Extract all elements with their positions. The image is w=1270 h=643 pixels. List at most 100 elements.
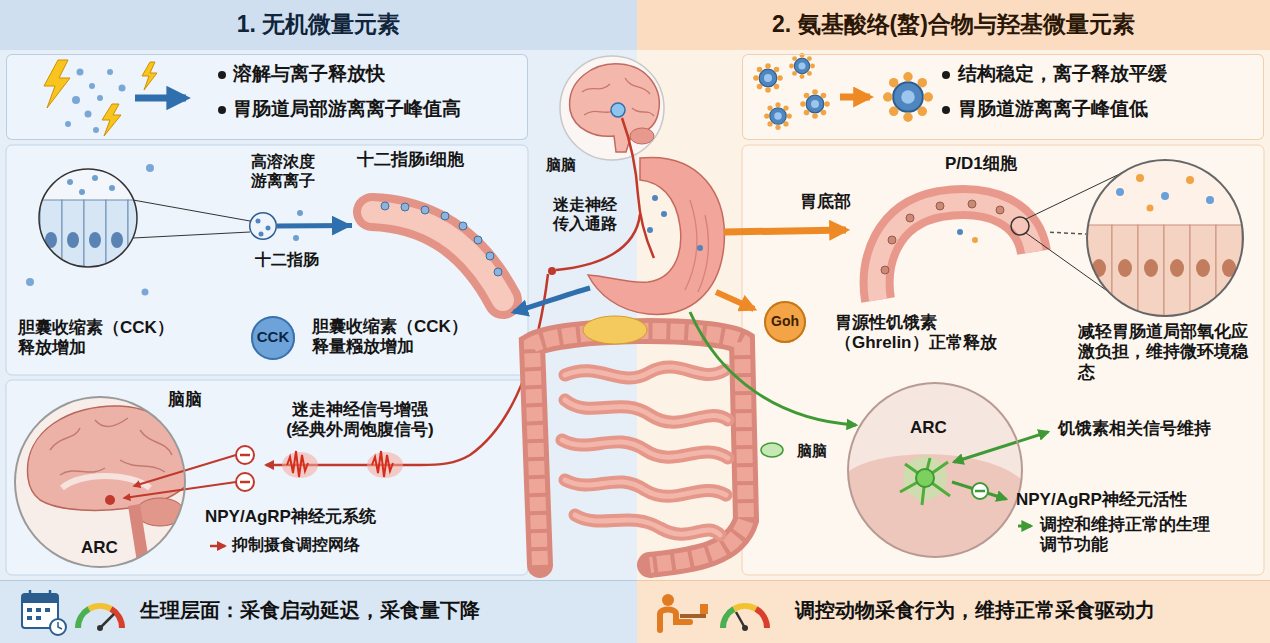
panel-background: [6, 54, 528, 140]
node-caption: 十二指肠: [255, 250, 319, 269]
bullet-text: 溶解与离子释放快: [233, 63, 385, 86]
cells-zoom-right: [1196, 259, 1210, 277]
stomach-zoom-figure: [1011, 217, 1029, 235]
body-anatomy: [647, 227, 653, 233]
annotation-label: 胆囊收缩素（CCK） 释放增加: [18, 318, 203, 359]
body-anatomy: [570, 64, 660, 152]
intestinal-cells-zoom: [26, 278, 34, 286]
vagus-signal: [266, 274, 548, 465]
cells-zoom-right: [1144, 259, 1158, 277]
hypothalamus-zoom-left: [134, 455, 236, 486]
summary-text: 生理层面：采食启动延迟，采食量下降: [140, 598, 480, 622]
ion-release-icon: [93, 127, 99, 133]
intestinal-cells-zoom: [109, 185, 115, 191]
panel-background: [0, 580, 637, 643]
annotation-label: 饥饿素相关信号维持: [1058, 419, 1211, 439]
feeding-person-icon: [700, 604, 708, 614]
inhibit-symbol: [236, 473, 254, 491]
duodenum-figure: [494, 268, 502, 276]
calendar-icon: [45, 608, 50, 612]
feeding-person-icon: [660, 594, 708, 630]
ion-release-icon: [102, 104, 121, 136]
ion-release-icon: [97, 95, 103, 101]
calendar-icon: [22, 590, 66, 635]
hypothalamus-zoom-left: [28, 406, 187, 568]
intestinal-cells-zoom: [297, 210, 303, 216]
duodenum-figure: [474, 236, 482, 244]
body-anatomy: [562, 367, 728, 535]
stomach-zoom-figure: [881, 266, 889, 274]
cells-zoom-right: [1161, 192, 1169, 200]
gauge-icon: [734, 606, 756, 609]
cells-zoom-right: [1092, 259, 1106, 277]
body-anatomy: [582, 78, 654, 116]
body-anatomy: [562, 367, 728, 535]
calendar-icon: [27, 616, 32, 620]
region-label: ARC: [910, 418, 947, 438]
panel-background: [6, 145, 528, 375]
ion-release-icon: [107, 69, 113, 75]
intestinal-cells-zoom: [256, 219, 261, 224]
annotation-label: 迷走神经 传入通路: [553, 195, 633, 233]
stomach-zoom-figure: [877, 202, 1034, 300]
gauge-icon: [756, 609, 767, 628]
cells-zoom-right: [1136, 174, 1144, 182]
duodenum-figure: [401, 203, 409, 211]
summary-text: 调控动物采食行为，维持正常采食驱动力: [795, 598, 1155, 622]
intestinal-cells-zoom: [106, 200, 128, 270]
node-heading: 十二指肠i细胞: [357, 150, 464, 170]
chelate-icon: [764, 102, 792, 130]
feeding-person-icon: [680, 614, 706, 618]
panel-background: [0, 0, 637, 50]
intestinal-cells-zoom: [266, 226, 271, 231]
region-label: ARC: [81, 538, 118, 558]
intestinal-cells-zoom: [67, 179, 73, 185]
calendar-icon: [29, 590, 32, 598]
vagus-signal: [367, 452, 403, 478]
inhibit-symbol: [240, 481, 250, 484]
cells-zoom-right: [1138, 225, 1164, 320]
intestinal-cells-zoom: [84, 200, 106, 270]
annotation-label: 脑脑: [797, 442, 827, 460]
duodenum-figure: [372, 212, 503, 300]
intestinal-cells-zoom: [133, 232, 250, 238]
duodenum-figure: [421, 206, 429, 214]
body-anatomy: [761, 443, 783, 457]
calendar-icon: [50, 619, 66, 635]
summary-band: 生理层面：采食启动延迟，采食量下降: [0, 580, 637, 643]
gauge-icon: [723, 609, 734, 628]
annotation-label: NPY/AgRP神经元活性: [1016, 490, 1187, 510]
node-heading: P/D1细胞: [945, 154, 1017, 174]
hypothalamus-zoom-left: [105, 495, 115, 505]
cells-zoom-right: [1086, 160, 1243, 320]
calendar-icon: [22, 594, 58, 603]
hypothalamus-zoom-left: [136, 498, 184, 526]
hypothalamus-zoom-left: [15, 397, 236, 568]
hypothalamus-zoom-left: [210, 545, 225, 548]
ion-release-icon: [72, 96, 80, 104]
panel-background: [637, 0, 1270, 50]
calendar-icon: [36, 608, 41, 612]
gauge-icon: [723, 606, 767, 631]
cells-zoom-right: [1112, 225, 1138, 320]
feeding-person-icon: [660, 610, 690, 631]
body-anatomy: [630, 128, 654, 144]
hypothalamus-zoom-right: [848, 383, 1048, 560]
ion-release-icon: [89, 83, 95, 89]
node-caption: 减轻胃肠道局部氧化应激负担，维持微环境稳态: [1078, 322, 1258, 383]
annotation-label: NPY/AgRP神经元系统: [205, 507, 376, 527]
panel-background: [6, 380, 528, 575]
annotation-label: 脑脑: [546, 156, 576, 174]
cells-zoom-right: [1147, 205, 1154, 212]
node-caption: 胆囊收缩素（CCK） 释量糨放增加: [312, 317, 507, 358]
stomach-zoom-figure: [888, 236, 896, 244]
duodenum-figure: [486, 252, 494, 260]
duodenum-figure: [459, 222, 467, 230]
hypothalamus-zoom-left: [50, 418, 172, 475]
vagus-signal: [266, 274, 548, 478]
inhibit-symbol: [236, 446, 254, 491]
intestinal-cells-zoom: [142, 289, 149, 296]
hypothalamus-zoom-left: [62, 476, 150, 488]
badge-text: Goh: [764, 313, 806, 330]
panel-title: 1. 无机微量元素: [0, 11, 637, 39]
